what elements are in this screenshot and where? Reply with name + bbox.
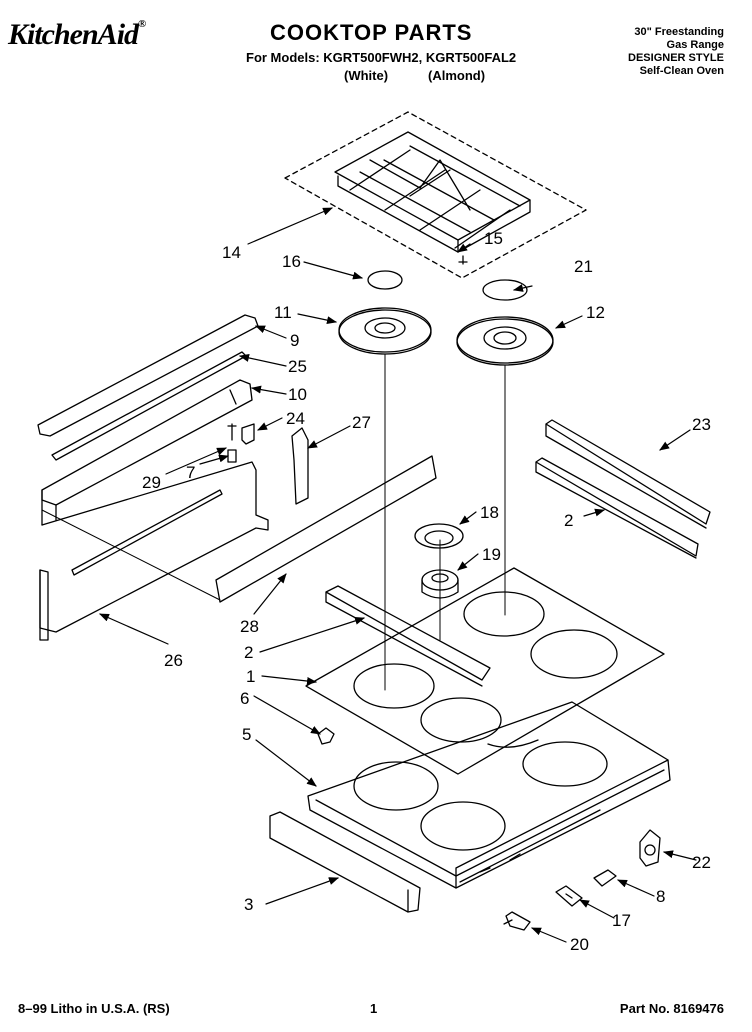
callout-29: 29 <box>142 473 161 492</box>
callout-21: 21 <box>574 257 593 276</box>
burner-cap-large <box>482 279 528 301</box>
igniter-module <box>639 829 661 867</box>
cooktop-clip <box>317 727 335 745</box>
brand-name: KitchenAid <box>8 18 139 51</box>
callout-25: 25 <box>288 357 307 376</box>
trim-rod <box>51 351 247 461</box>
switch <box>593 869 617 887</box>
mount-bracket <box>291 427 309 505</box>
page-number: 1 <box>370 1001 378 1016</box>
front-strip <box>215 455 437 603</box>
callout-28: 28 <box>240 617 259 636</box>
callout-9: 9 <box>290 331 299 350</box>
grate-outline-dashed <box>284 111 587 279</box>
burner-base-left <box>338 307 432 355</box>
callout-19: 19 <box>482 545 501 564</box>
burner-base-right <box>456 316 554 366</box>
callout-10: 10 <box>288 385 307 404</box>
igniter <box>503 911 531 931</box>
side-trim <box>37 314 259 437</box>
burner-head <box>421 569 459 599</box>
burner-cap-small <box>367 270 403 290</box>
callout-14: 14 <box>222 243 241 262</box>
brand-logo: KitchenAid® <box>8 18 146 52</box>
right-trim-lower <box>535 457 699 559</box>
callout-27: 27 <box>352 413 371 432</box>
side-panel <box>39 461 269 641</box>
cooktop-glass <box>305 567 665 775</box>
callout-8: 8 <box>656 887 665 906</box>
desc-line-3: DESIGNER STYLE <box>628 52 724 64</box>
leader-arrows <box>99 207 697 943</box>
clip <box>241 423 255 445</box>
part-number: Part No. 8169476 <box>619 1001 724 1016</box>
callout-6: 6 <box>240 689 249 708</box>
callout-2-center: 2 <box>244 643 253 662</box>
right-trim-upper <box>545 419 711 529</box>
callout-16: 16 <box>282 252 301 271</box>
callout-20: 20 <box>570 935 589 954</box>
pin-large <box>227 449 237 463</box>
callout-labels: 14 15 16 21 11 12 9 25 10 24 27 23 29 7 … <box>142 229 711 954</box>
callout-22: 22 <box>692 853 711 872</box>
orifice <box>555 885 583 907</box>
callout-2-right: 2 <box>564 511 573 530</box>
brand-registered-mark: ® <box>138 18 146 30</box>
callout-1: 1 <box>246 667 255 686</box>
desc-line-2: Gas Range <box>666 39 724 51</box>
callout-15: 15 <box>484 229 503 248</box>
callout-12: 12 <box>586 303 605 322</box>
pin-small <box>227 423 237 441</box>
callout-18: 18 <box>480 503 499 522</box>
color-white-label: (White) <box>344 68 389 83</box>
callout-5: 5 <box>242 725 251 744</box>
center-trim-strip <box>325 585 491 687</box>
litho-note: 8–99 Litho in U.S.A. (RS) <box>18 1001 170 1016</box>
callout-7: 7 <box>186 463 195 482</box>
page-title: COOKTOP PARTS <box>270 20 473 45</box>
callout-26: 26 <box>164 651 183 670</box>
callout-23: 23 <box>692 415 711 434</box>
callout-17: 17 <box>612 911 631 930</box>
callout-3: 3 <box>244 895 253 914</box>
range-description: 30" Freestanding Gas Range DESIGNER STYL… <box>628 26 724 78</box>
grate-screw <box>458 255 468 265</box>
burner-ring <box>414 523 464 549</box>
burner-grate <box>334 131 531 253</box>
callout-11: 11 <box>274 303 292 322</box>
burner-pan <box>307 701 671 889</box>
callout-24: 24 <box>286 409 305 428</box>
models-line: For Models: KGRT500FWH2, KGRT500FAL2 <box>246 50 517 65</box>
front-trim <box>269 811 421 913</box>
desc-line-4: Self-Clean Oven <box>639 65 724 77</box>
desc-line-1: 30" Freestanding <box>634 26 724 38</box>
color-almond-label: (Almond) <box>428 68 486 83</box>
